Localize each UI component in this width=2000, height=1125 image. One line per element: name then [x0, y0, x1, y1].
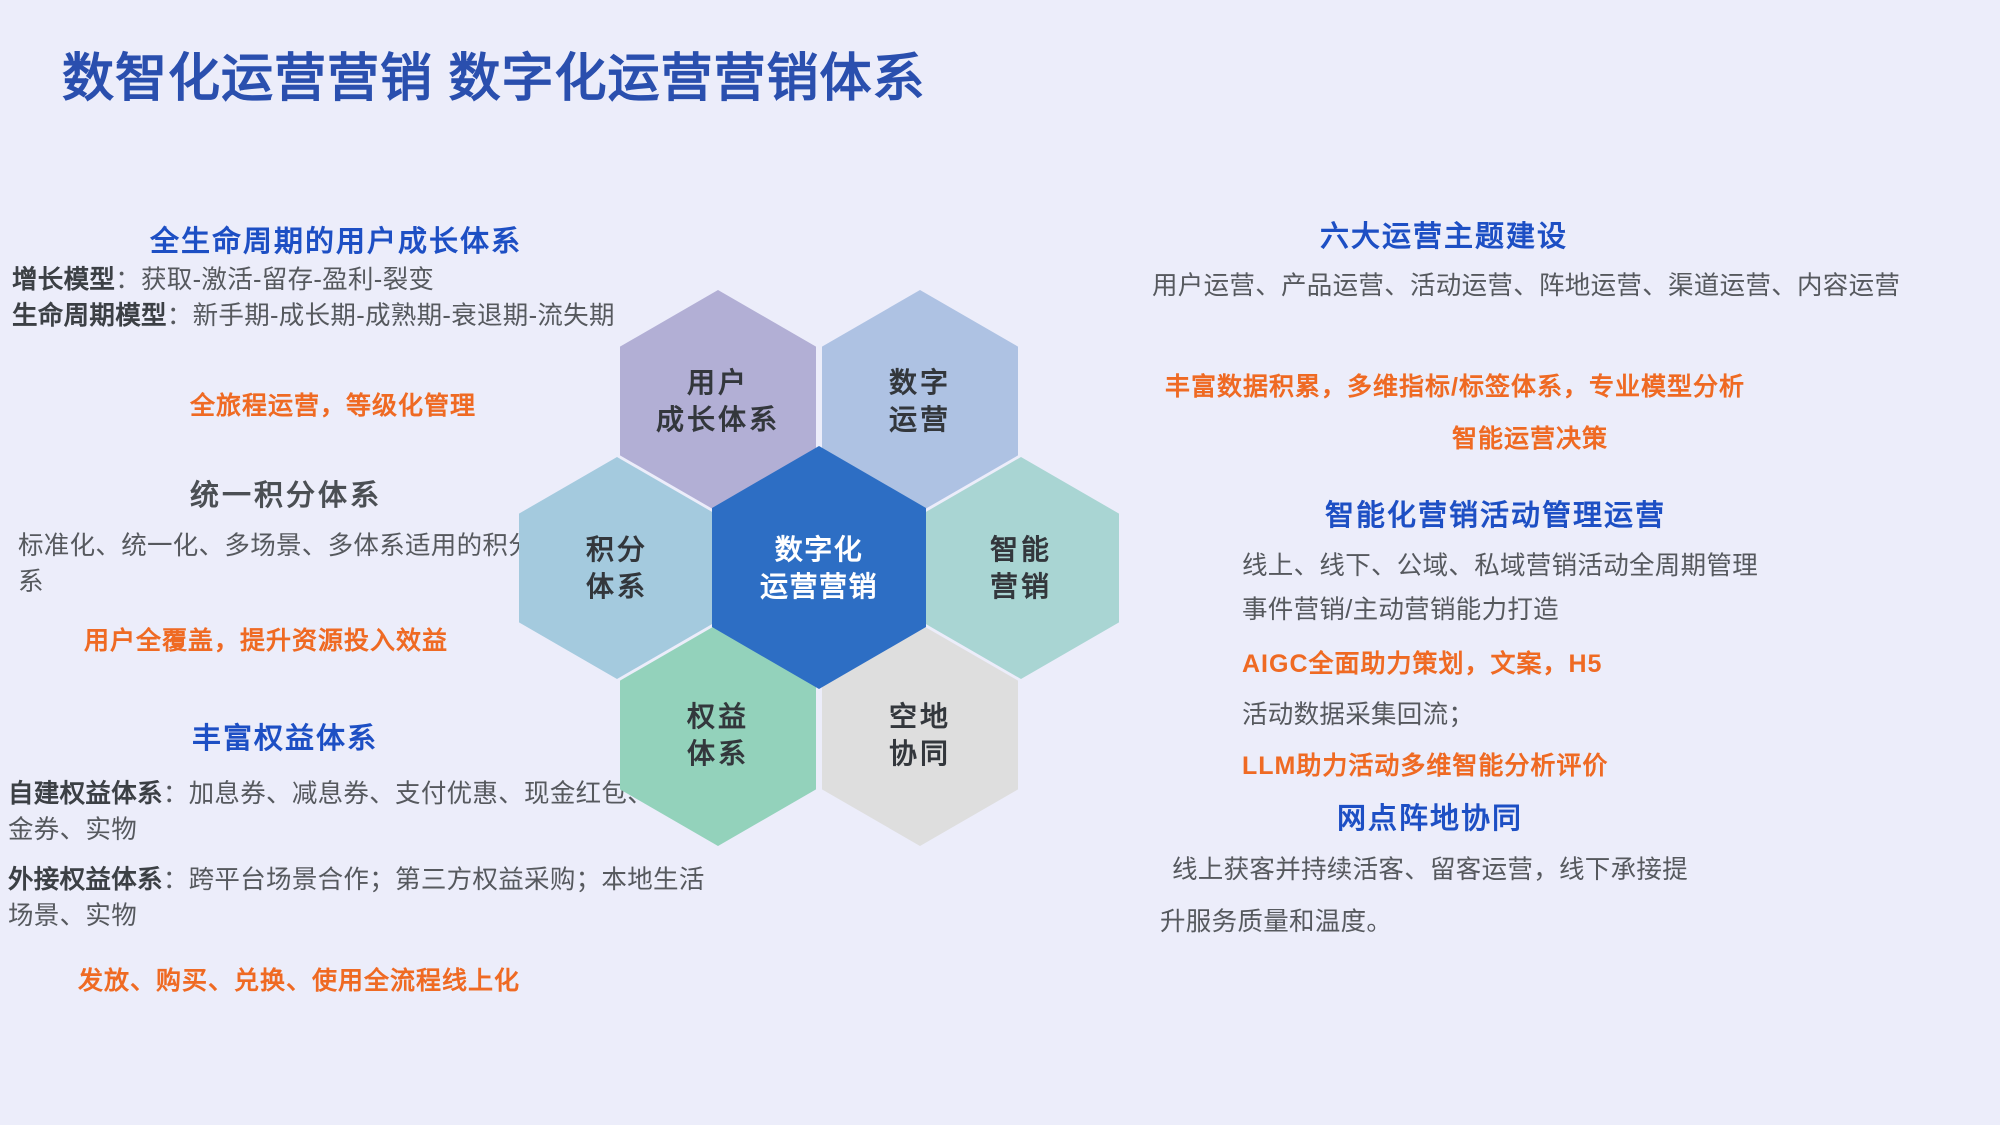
text-campaign-line3: 活动数据采集回流； [1242, 701, 1475, 729]
text-external-rights: 外接权益体系：跨平台场景合作；第三方权益采购；本地生活场景、实物 [8, 862, 708, 934]
text-branch-line1: 线上获客并持续活客、留客运营，线下承接提 [1172, 856, 1689, 884]
text-campaign-line1: 线上、线下、公域、私域营销活动全周期管理 [1242, 552, 1759, 580]
growth-model-value: ：获取-激活-留存-盈利-裂变 [115, 266, 435, 294]
text-branch-line2: 升服务质量和温度。 [1160, 908, 1393, 936]
text-six-themes: 用户运营、产品运营、活动运营、阵地运营、渠道运营、内容运营 [1152, 272, 1901, 300]
hexagon-diagram: 用户 成长体系 数字 运营 积分 体系 智能 营销 [519, 290, 1120, 860]
heading-six-themes: 六大运营主题建设 [1320, 221, 1569, 253]
highlight-rights: 发放、购买、兑换、使用全流程线上化 [78, 967, 521, 995]
highlight-points: 用户全覆盖，提升资源投入效益 [84, 627, 449, 655]
hexagon-air-ground-sync-line1: 空地 [888, 701, 951, 732]
external-rights-value: ：跨平台场景合作；第三方权益采购；本地生活场景、实物 [8, 866, 705, 930]
heading-rights-system: 丰富权益体系 [192, 723, 379, 755]
heading-smart-campaign: 智能化营销活动管理运营 [1325, 500, 1667, 532]
hexagon-air-ground-sync-line2: 协同 [888, 738, 951, 769]
hexagon-digital-operation-line1: 数字 [888, 367, 951, 398]
hexagon-user-growth-line2: 成长体系 [655, 404, 780, 435]
self-built-rights-value: ：加息券、减息券、支付优惠、现金红包、现金券、实物 [8, 780, 679, 844]
heading-points-system: 统一积分体系 [190, 480, 383, 512]
highlight-growth: 全旅程运营，等级化管理 [190, 392, 477, 420]
heading-branch-collab: 网点阵地协同 [1337, 803, 1524, 835]
hexagon-points-system-line1: 积分 [585, 534, 648, 565]
hexagon-rights-system-line2: 体系 [686, 738, 749, 769]
lifecycle-model-line: 生命周期模型：新手期-成长期-成熟期-衰退期-流失期 [12, 298, 712, 334]
hexagon-smart-marketing-line1: 智能 [989, 534, 1052, 565]
highlight-themes-line2: 智能运营决策 [1451, 425, 1608, 453]
hexagon-smart-marketing-line2: 营销 [989, 571, 1052, 602]
text-self-built-rights: 自建权益体系：加息券、减息券、支付优惠、现金红包、现金券、实物 [8, 776, 698, 848]
external-rights-label: 外接权益体系 [8, 866, 163, 894]
hexagon-core-line2: 运营营销 [759, 570, 878, 602]
highlight-themes-line1: 丰富数据积累，多维指标/标签体系，专业模型分析 [1165, 373, 1745, 401]
hexagon-rights-system-line1: 权益 [686, 701, 749, 732]
hexagon-core-line1: 数字化 [774, 533, 864, 565]
growth-model-line: 增长模型：获取-激活-留存-盈利-裂变 [12, 262, 702, 298]
hexagon-points-system-line2: 体系 [585, 571, 648, 602]
lifecycle-model-label: 生命周期模型 [12, 302, 167, 330]
page-title: 数智化运营营销 数字化运营营销体系 [62, 50, 926, 108]
lifecycle-model-value: ：新手期-成长期-成熟期-衰退期-流失期 [166, 302, 615, 330]
highlight-llm: LLM助力活动多维智能分析评价 [1242, 752, 1609, 780]
growth-model-label: 增长模型 [12, 266, 116, 294]
hexagon-user-growth-line1: 用户 [686, 367, 749, 398]
self-built-rights-label: 自建权益体系 [8, 780, 163, 808]
heading-growth-system: 全生命周期的用户成长体系 [150, 226, 523, 258]
highlight-aigc: AIGC全面助力策划，文案，H5 [1242, 650, 1603, 678]
text-growth-models: 增长模型：获取-激活-留存-盈利-裂变 生命周期模型：新手期-成长期-成熟期-衰… [12, 262, 702, 334]
text-campaign-line2: 事件营销/主动营销能力打造 [1242, 596, 1559, 624]
text-points-system: 标准化、统一化、多场景、多体系适用的积分体系 [18, 532, 560, 596]
hexagon-digital-operation-line2: 运营 [888, 404, 951, 435]
